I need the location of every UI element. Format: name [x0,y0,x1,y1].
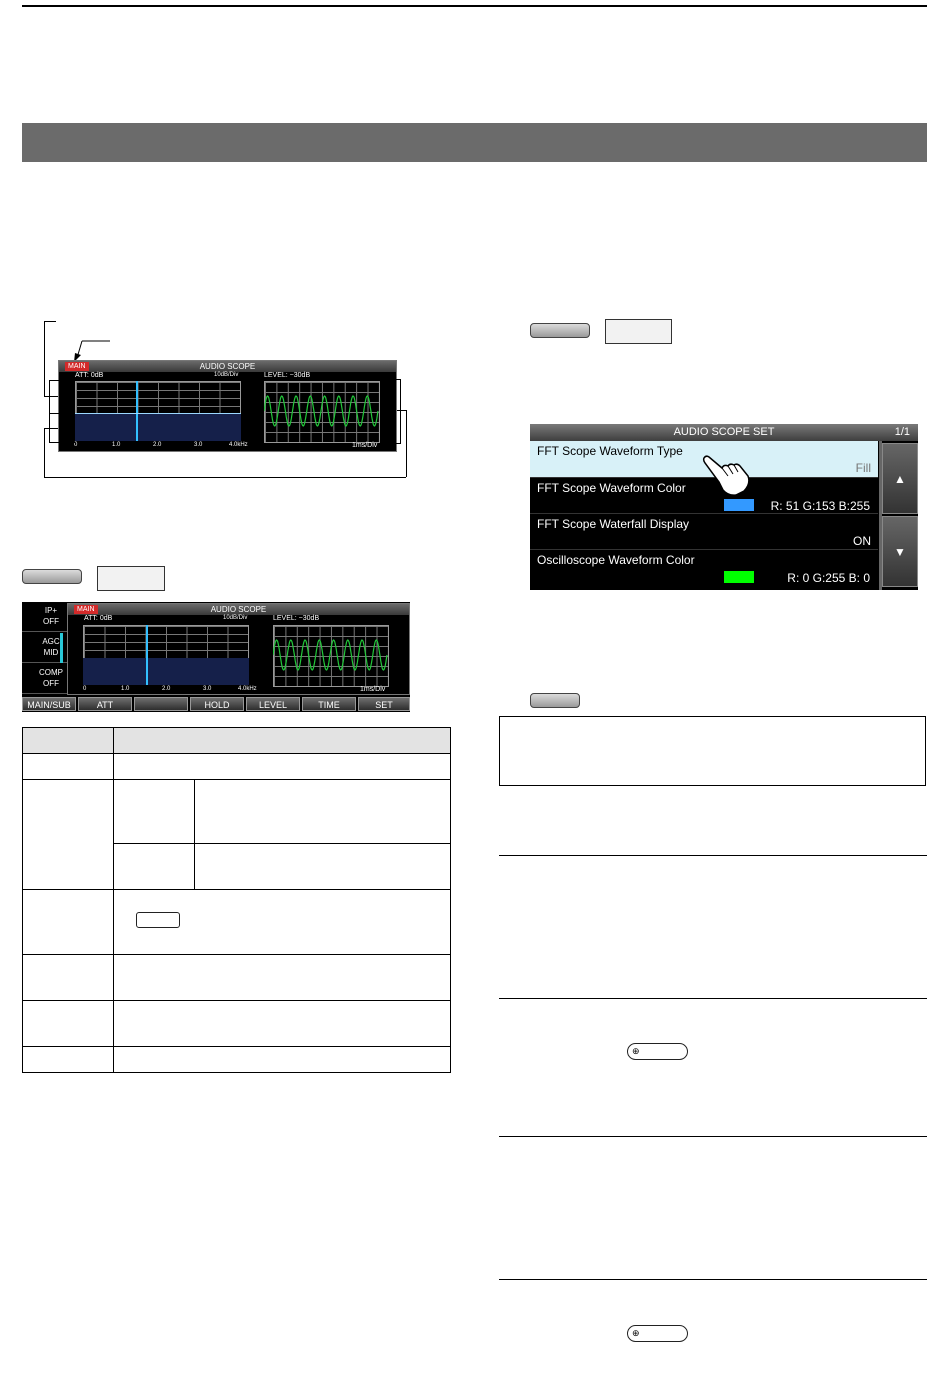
set-screen-title: AUDIO SCOPE SET 1/1 [530,424,918,441]
freq-tick-3: 3.0 [203,686,212,692]
level-readout: LEVEL: −30dB [264,372,311,379]
freq-tick-1: 1.0 [112,442,121,448]
multi-dial-symbol: ⊕ [627,1043,688,1060]
oscilloscope-grid [264,381,380,443]
table-row [22,779,451,890]
freq-tick-4: 4.0kHz [238,686,257,692]
list-item-fft-waterfall-display[interactable]: FFT Scope Waterfall Display ON [530,513,878,550]
table-row [23,843,451,890]
audio-scope-screen: IP+ OFF AGC MID COMP OFF AUDIO SCOPE MAI… [22,602,410,712]
main-tag: MAIN [74,605,98,614]
att-button[interactable]: ATT [78,697,132,711]
oscilloscope-waveform [264,395,379,427]
note-box [499,716,926,786]
table-row [22,954,451,1001]
fft-peak-trace [146,625,148,685]
level-readout: LEVEL: −30dB [273,615,320,622]
list-item-osc-waveform-color[interactable]: Oscilloscope Waveform Color R: 0 G:255 B… [530,549,878,586]
att-readout: ATT: 0dB [84,615,113,622]
agc-active-indicator [60,633,63,663]
table-row [22,1000,451,1047]
scope-display: AUDIO SCOPE MAIN ATT: 0dB 10dB/Div LEVEL… [67,603,410,695]
fft-peak-trace [136,381,138,441]
freq-tick-1: 1.0 [121,686,130,692]
table-row [22,1046,451,1073]
waterfall-area [83,658,249,685]
inline-button-symbol [136,912,180,928]
divider [499,855,927,856]
db-div-readout: 10dB/Div [223,615,248,621]
scope-title: AUDIO SCOPE [68,604,409,615]
blank-button[interactable] [134,697,188,711]
menu-button-right[interactable] [530,323,590,338]
hand-pointer-icon [702,455,750,496]
scroll-up-button[interactable]: ▲ [882,443,918,514]
audio-scope-callout-screen: AUDIO SCOPE MAIN ATT: 0dB 10dB/Div LEVEL… [58,360,397,452]
freq-tick-2: 2.0 [162,686,171,692]
divider [499,998,927,999]
menu-button[interactable] [22,569,82,584]
divider [499,1136,927,1137]
db-div-readout: 10dB/Div [214,372,239,378]
divider [499,1279,927,1280]
time-div-readout: 1ms/Div [360,686,386,693]
scope-button[interactable] [97,566,165,591]
osc-color-swatch [724,571,754,583]
freq-tick-0: 0 [74,442,78,448]
scope-button-right[interactable] [605,319,672,344]
main-tag: MAIN [65,362,89,371]
scope-title: AUDIO SCOPE [59,361,396,372]
table-row [22,753,451,780]
scroll-down-button[interactable]: ▼ [882,516,918,587]
function-table [22,727,451,1073]
hold-button[interactable]: HOLD [190,697,244,711]
freq-tick-4: 4.0kHz [229,442,248,448]
bracket-fft [49,380,75,414]
audio-scope-set-screen: AUDIO SCOPE SET 1/1 FFT Scope Waveform T… [530,424,918,590]
freq-tick-0: 0 [83,686,87,692]
oscilloscope-waveform [273,639,388,671]
time-button[interactable]: TIME [302,697,356,711]
main-sub-button[interactable]: MAIN/SUB [22,697,76,711]
fft-baseline [75,413,241,414]
att-readout: ATT: 0dB [75,372,104,379]
exit-button[interactable] [530,693,580,708]
section-header-bar [22,123,927,162]
set-button[interactable]: SET [358,697,410,711]
bracket-oscilloscope [380,379,401,444]
top-rule [22,5,927,7]
fft-scope-grid [75,381,241,415]
fft-color-swatch [724,499,754,511]
list-item-fft-waveform-color[interactable]: FFT Scope Waveform Color R: 51 G:153 B:2… [530,477,878,514]
fft-scope-grid [83,625,249,659]
bottom-button-row: MAIN/SUB ATT HOLD LEVEL TIME SET [22,697,410,712]
table-row [22,889,451,955]
level-button[interactable]: LEVEL [246,697,300,711]
waterfall-area [75,414,241,441]
table-row [22,727,451,754]
freq-tick-3: 3.0 [194,442,203,448]
oscilloscope-grid [273,625,389,687]
scrollbar[interactable] [879,441,882,590]
bracket-waterfall [49,413,75,443]
multi-dial-symbol: ⊕ [627,1325,688,1342]
page-indicator: 1/1 [894,426,910,438]
freq-tick-2: 2.0 [153,442,162,448]
time-div-readout: 1ms/Div [352,442,378,449]
